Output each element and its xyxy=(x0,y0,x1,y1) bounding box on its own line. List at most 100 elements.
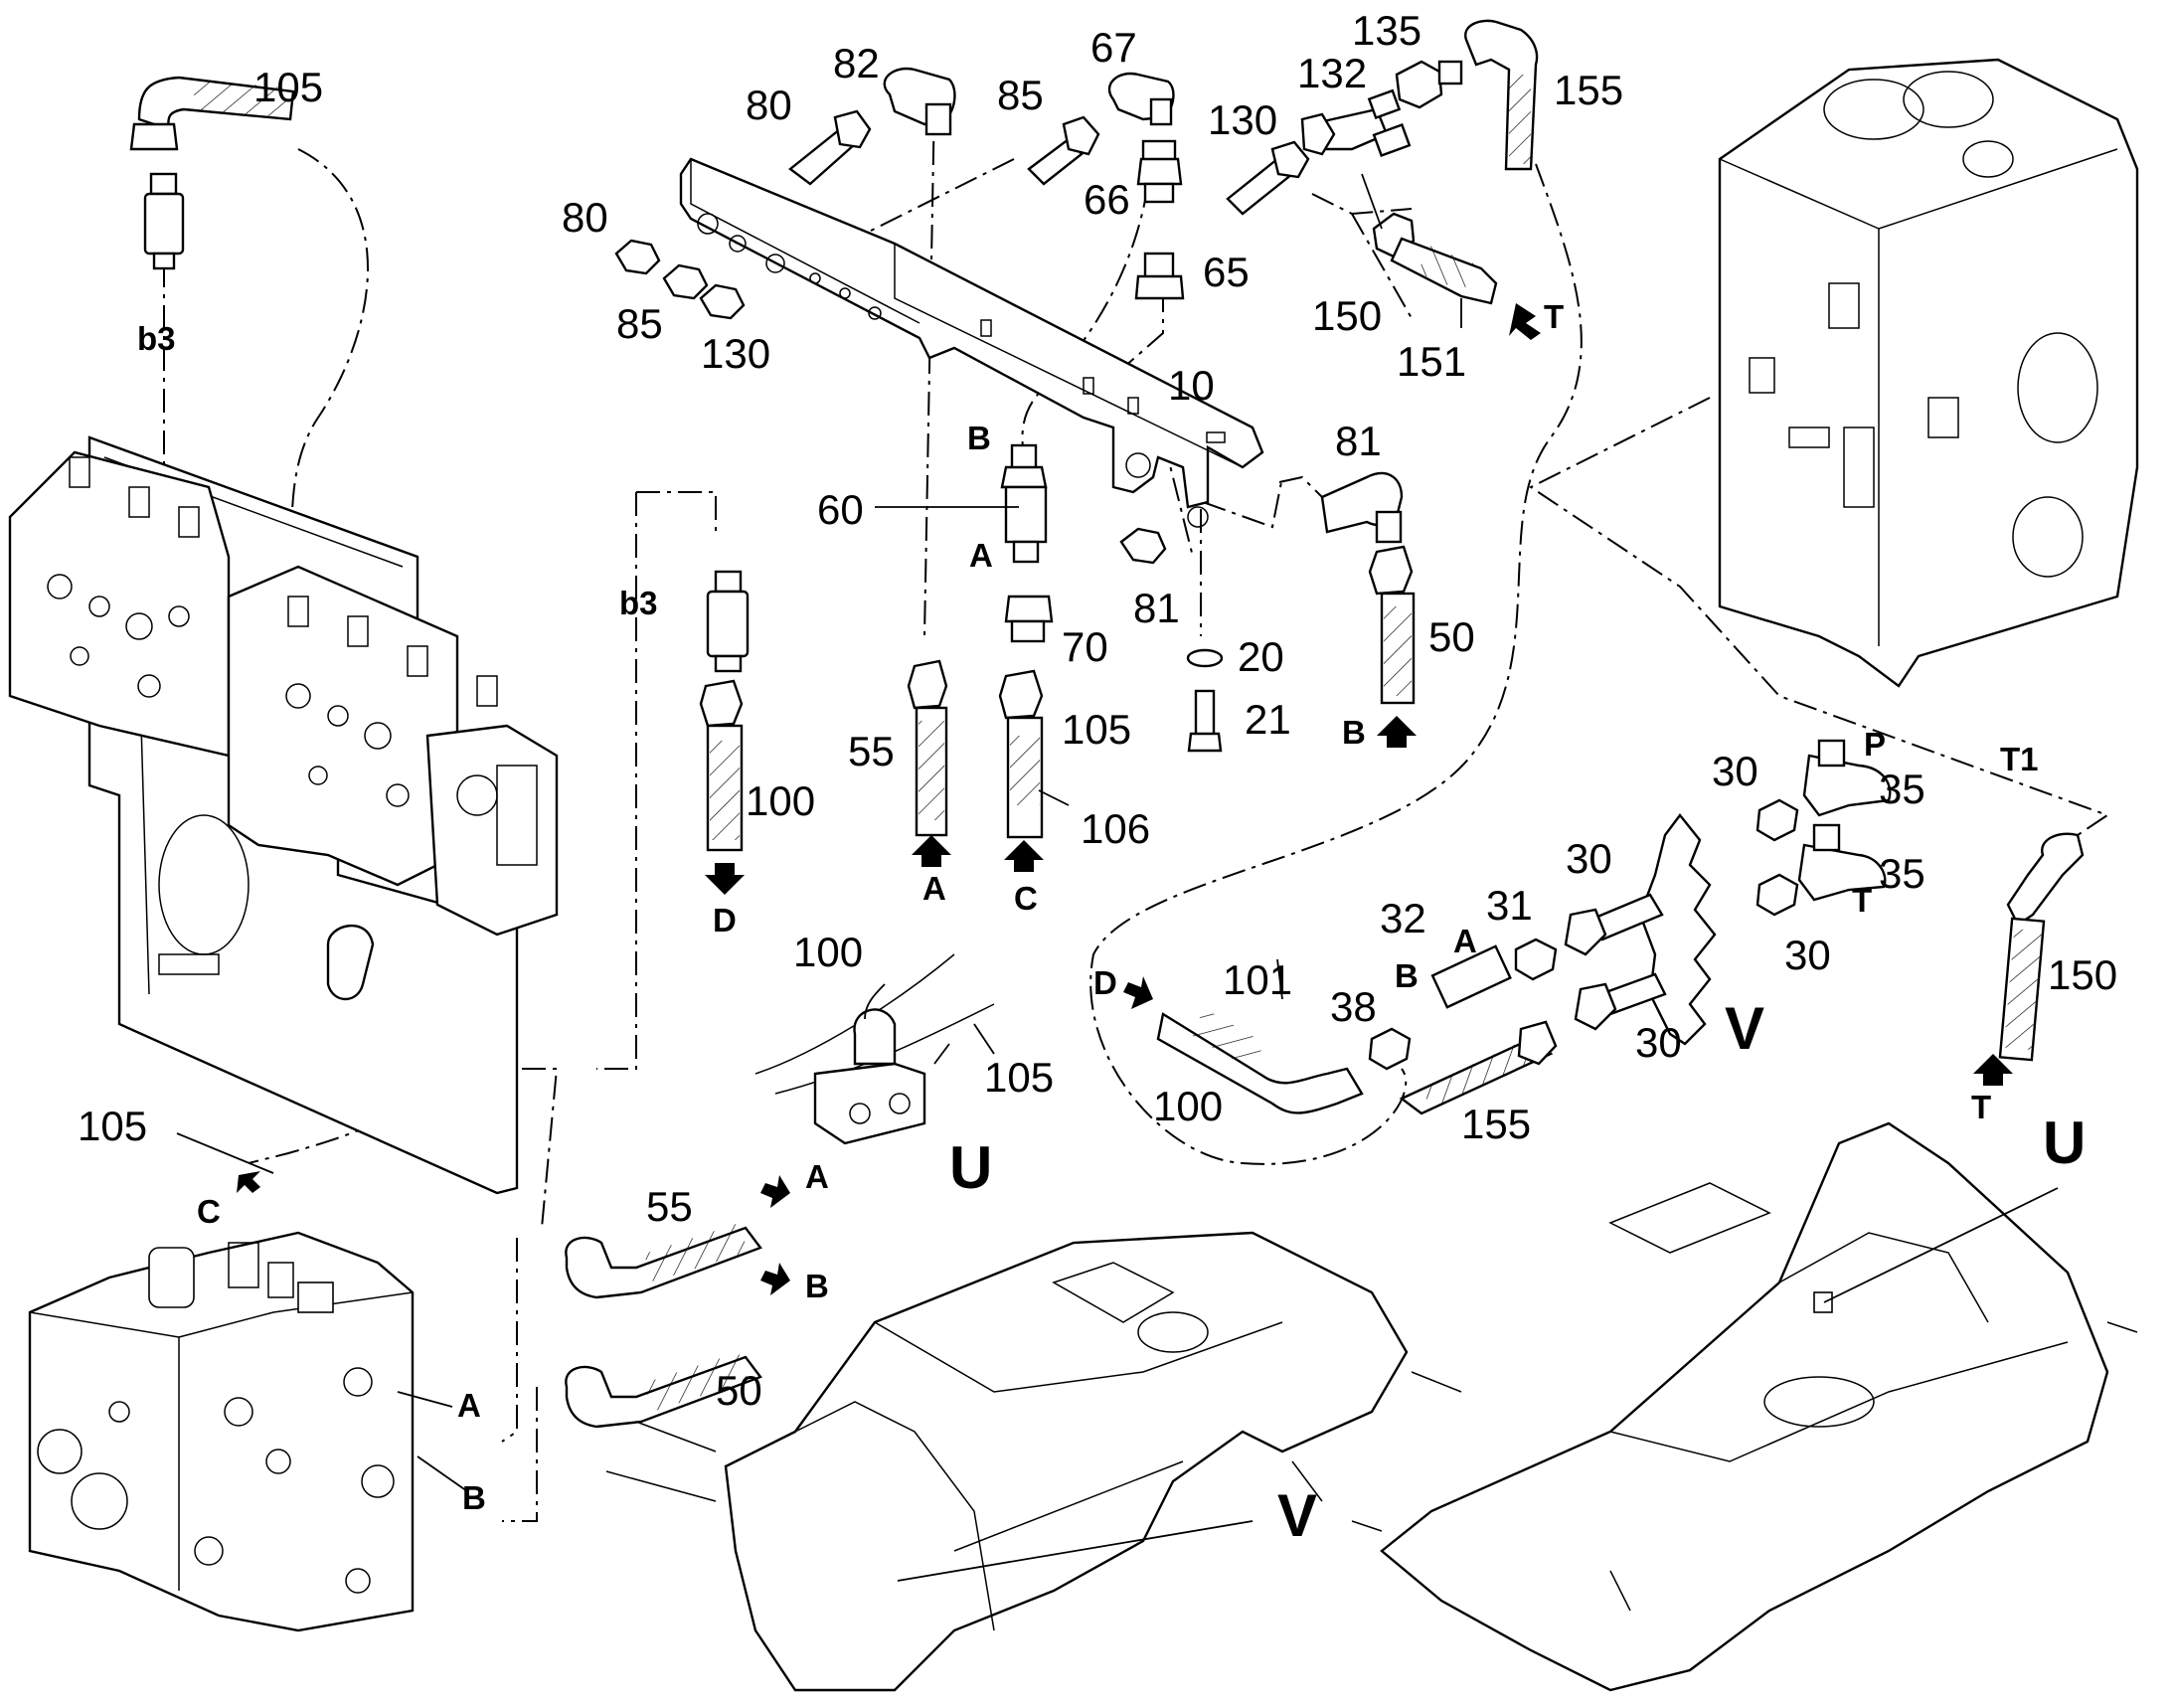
arrow-d-101 xyxy=(1123,976,1153,1009)
label-50-mid: 50 xyxy=(1428,613,1475,660)
detail-v-fittings xyxy=(1156,739,2085,1115)
label-66: 66 xyxy=(1084,176,1130,223)
arrow-a-55low xyxy=(760,1175,790,1208)
label-70: 70 xyxy=(1062,623,1108,670)
arrow-t-150r xyxy=(1973,1054,2013,1086)
label-82: 82 xyxy=(833,40,880,86)
label-30-b: 30 xyxy=(1784,932,1831,978)
label-a-60: A xyxy=(969,537,993,574)
label-150-top: 150 xyxy=(1312,292,1382,339)
label-c-105: C xyxy=(1014,880,1038,917)
flow-arrows xyxy=(237,303,2013,1295)
label-32: 32 xyxy=(1380,895,1426,941)
label-80-b: 80 xyxy=(562,194,608,241)
label-30-a: 30 xyxy=(1712,748,1758,794)
label-55-low: 55 xyxy=(646,1183,693,1230)
arrow-c-left xyxy=(237,1171,260,1193)
label-t1: T1 xyxy=(2000,741,2039,777)
label-130-a: 130 xyxy=(1208,96,1277,143)
arrow-t-150 xyxy=(1509,303,1541,340)
part-number-labels: 105 82 67 135 155 80 85 130 132 66 65 80… xyxy=(78,7,2117,1414)
label-65: 65 xyxy=(1203,249,1250,295)
arrow-b-50 xyxy=(1377,716,1417,748)
hose-105-top xyxy=(129,76,295,270)
label-a-valve: A xyxy=(457,1387,481,1424)
label-38: 38 xyxy=(1330,983,1377,1030)
label-b-60: B xyxy=(967,420,991,456)
label-80-a: 80 xyxy=(746,82,792,128)
label-85-a: 85 xyxy=(997,72,1044,118)
label-d-101: D xyxy=(1093,964,1117,1001)
label-30-c: 30 xyxy=(1566,835,1612,882)
clip-detail-u xyxy=(754,953,995,1145)
label-105-clip: 105 xyxy=(984,1054,1054,1101)
label-150-right: 150 xyxy=(2048,951,2117,998)
label-t-150: T xyxy=(1544,298,1564,335)
label-u-clip: U xyxy=(949,1134,992,1201)
arrow-c-105 xyxy=(1004,840,1044,872)
label-t-150r: T xyxy=(1971,1089,1991,1125)
label-35-a: 35 xyxy=(1879,766,1925,812)
control-valve-block xyxy=(28,1231,415,1632)
label-151: 151 xyxy=(1397,338,1466,385)
valve-bank-assembly xyxy=(8,435,559,1195)
label-b-valve: B xyxy=(462,1479,486,1516)
label-105-top: 105 xyxy=(253,64,323,110)
label-55-mid: 55 xyxy=(848,728,895,774)
label-20: 20 xyxy=(1238,633,1284,680)
fittings-top xyxy=(614,19,1539,753)
label-b-50: B xyxy=(1342,714,1366,751)
label-155-hose: 155 xyxy=(1461,1101,1531,1147)
manifold-rail-10 xyxy=(679,157,1264,528)
chassis-frame-u xyxy=(1351,1121,2138,1692)
label-b3-top: b3 xyxy=(137,320,176,357)
label-21: 21 xyxy=(1245,696,1291,743)
label-31: 31 xyxy=(1486,882,1533,929)
leader-lines xyxy=(176,173,2059,1582)
label-c-left: C xyxy=(197,1193,221,1230)
label-b-32: B xyxy=(1395,957,1419,994)
label-a-32: A xyxy=(1453,923,1477,959)
arrow-a-55 xyxy=(912,835,951,867)
label-85-b: 85 xyxy=(616,300,663,347)
label-100-clip: 100 xyxy=(793,929,863,975)
label-d-100: D xyxy=(713,902,737,939)
label-b-50low: B xyxy=(805,1268,829,1304)
label-t-35: T xyxy=(1852,882,1872,919)
label-p-35: P xyxy=(1864,726,1886,763)
label-10: 10 xyxy=(1168,362,1215,409)
mid-hoses xyxy=(699,545,1416,852)
label-101: 101 xyxy=(1223,956,1292,1003)
transmission-housing xyxy=(1718,58,2139,688)
label-100-hose: 100 xyxy=(1153,1083,1223,1129)
label-81-b: 81 xyxy=(1133,585,1180,631)
label-81-a: 81 xyxy=(1335,418,1382,464)
chassis-frame-v xyxy=(605,1231,1462,1692)
label-60: 60 xyxy=(817,486,864,533)
label-v-frame: V xyxy=(1277,1482,1317,1549)
label-105-mid: 105 xyxy=(1062,706,1131,753)
label-a-55: A xyxy=(922,870,946,907)
label-132: 132 xyxy=(1297,50,1367,96)
low-hoses xyxy=(565,1223,762,1429)
label-v-block: V xyxy=(1725,995,1764,1062)
label-100-mid: 100 xyxy=(746,777,815,824)
label-a-55low: A xyxy=(805,1158,829,1195)
label-50-low: 50 xyxy=(716,1367,762,1414)
label-30-d: 30 xyxy=(1635,1019,1682,1066)
port-letter-labels: b3 b3 T B A B A C D P T T1 A B D T C A B… xyxy=(137,298,2039,1516)
detail-view-labels: U V V U xyxy=(949,995,2086,1549)
label-105-left: 105 xyxy=(78,1103,147,1149)
arrow-b-50low xyxy=(760,1263,790,1295)
label-u-frame: U xyxy=(2043,1110,2086,1176)
label-b3-mid: b3 xyxy=(619,585,658,621)
label-106: 106 xyxy=(1081,805,1150,852)
label-67: 67 xyxy=(1090,24,1137,71)
arrow-d-100 xyxy=(705,863,745,895)
label-135: 135 xyxy=(1352,7,1421,54)
label-130-b: 130 xyxy=(701,330,770,377)
label-155-top: 155 xyxy=(1554,67,1623,113)
label-35-b: 35 xyxy=(1879,850,1925,897)
